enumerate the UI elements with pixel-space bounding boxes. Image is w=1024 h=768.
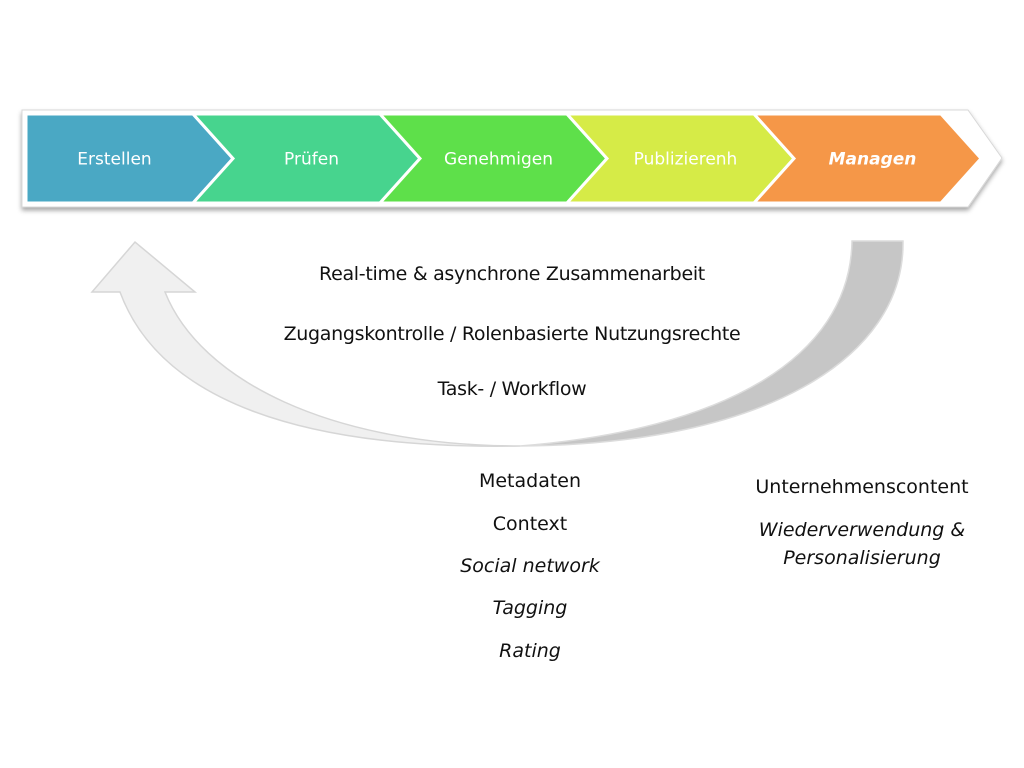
metadata-item-rating: Rating — [499, 640, 561, 662]
cycle-arrow-left — [90, 240, 521, 447]
stage-label-erstellen: Erstellen — [77, 150, 151, 170]
stage-label-publizierenh: Publizierenh — [634, 150, 738, 170]
cycle-arrow-right — [519, 240, 904, 447]
content-subtitle-line2: Personalisierung — [783, 547, 941, 569]
stage-label-genehmigen: Genehmigen — [444, 150, 553, 170]
feature-realtime-collaboration: Real-time & asynchrone Zusammenarbeit — [319, 263, 705, 285]
stage-chevron-managen — [750, 112, 984, 205]
metadata-item-metadaten: Metadaten — [478, 470, 582, 492]
metadata-item-social-network: Social network — [460, 555, 600, 577]
metadata-item-context: Context — [492, 513, 568, 535]
feature-task-workflow: Task- / Workflow — [437, 378, 587, 400]
stage-label-managen: Managen — [829, 150, 917, 170]
stage-chevrons: Erstellen Prüfen Genehmigen Publizierenh Man… — [24, 112, 984, 205]
metadata-item-tagging: Tagging — [492, 597, 568, 619]
feature-access-control: Zugangskontrolle / Rolenbasierte Nutzung… — [283, 323, 741, 345]
content-title: Unternehmenscontent — [755, 476, 969, 498]
stage-label-prüfen: Prüfen — [284, 150, 339, 170]
content-subtitle-line1: Wiederverwendung & — [758, 519, 966, 541]
